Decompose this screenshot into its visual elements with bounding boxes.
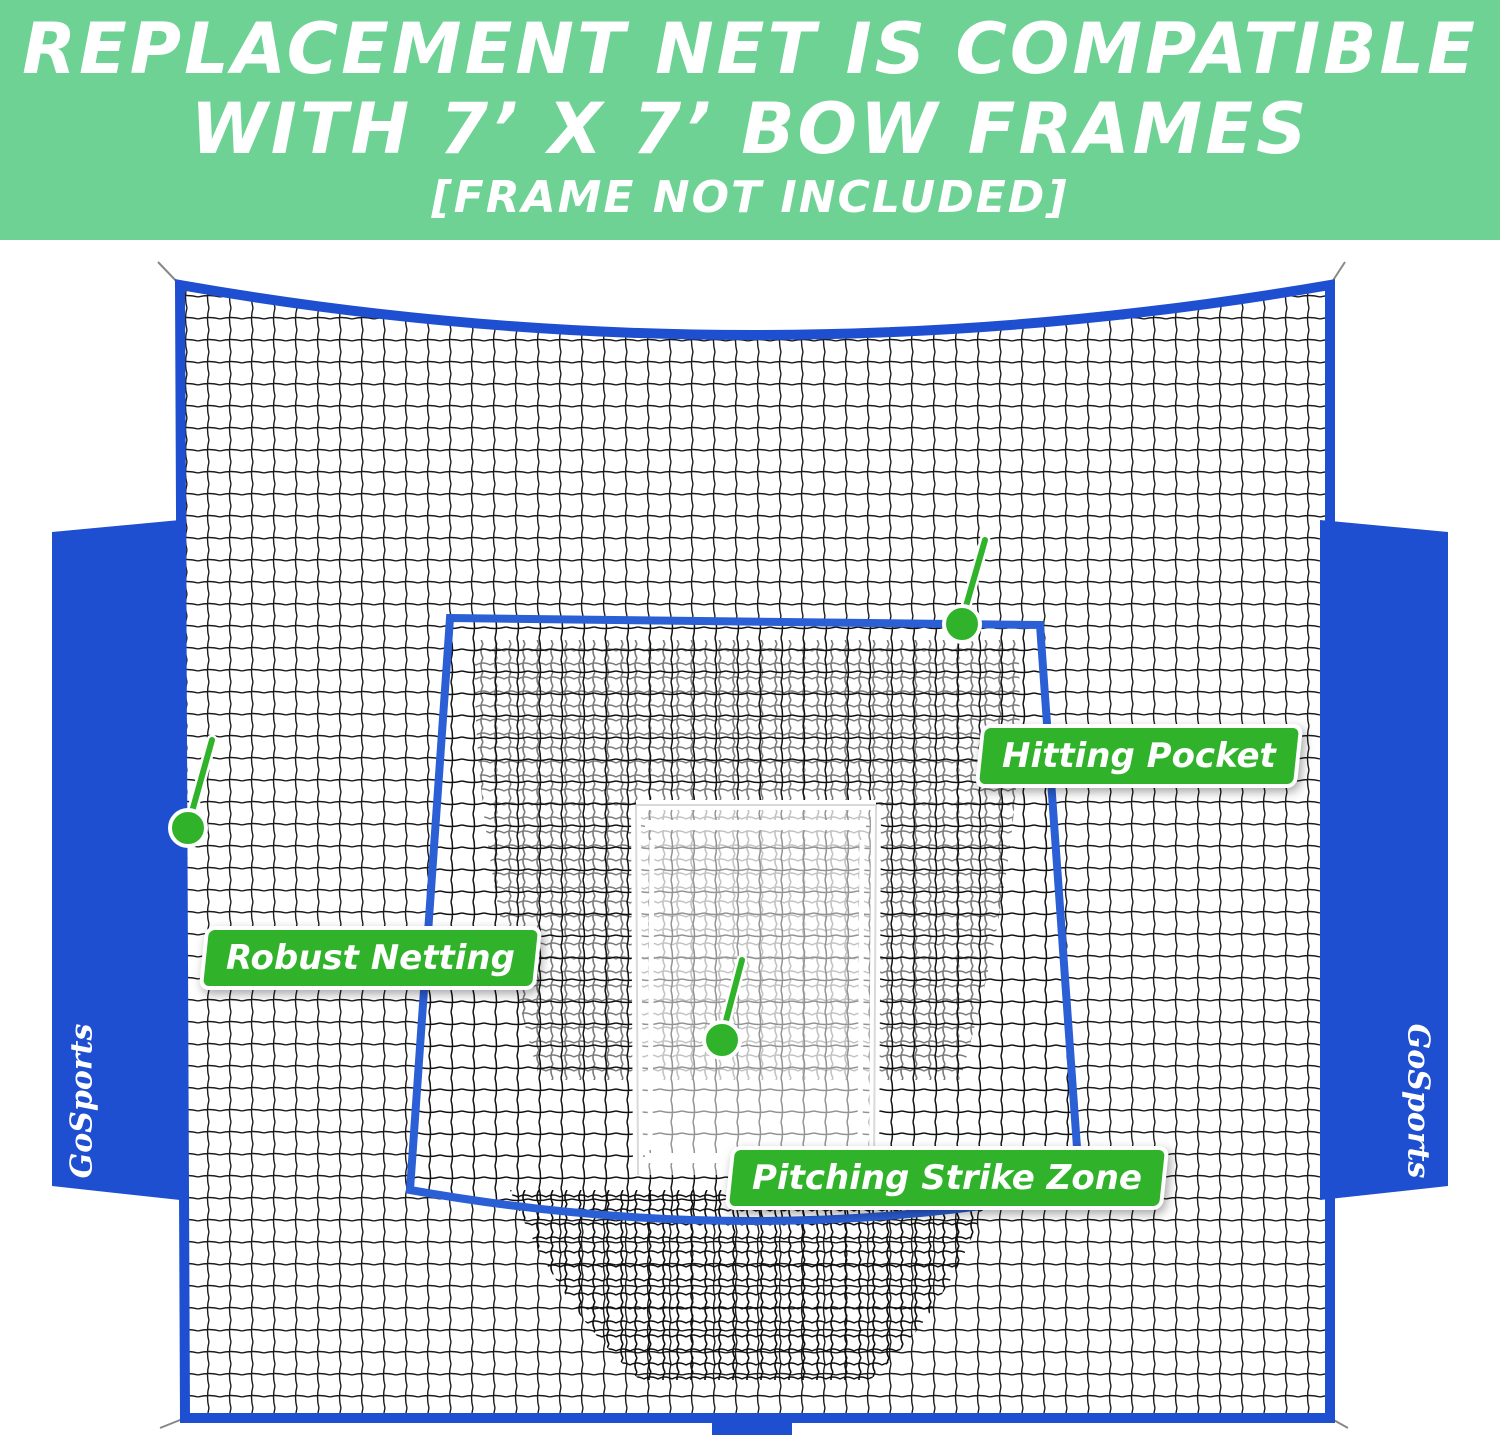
headline-line-3: [FRAME NOT INCLUDED] — [431, 172, 1069, 223]
side-sleeves — [52, 520, 1448, 1200]
callout-strike-zone-label: Pitching Strike Zone — [752, 1158, 1142, 1198]
bottom-tab — [712, 1413, 792, 1435]
callout-pointers — [168, 534, 991, 1060]
brand-logo-left: GoSports — [64, 1023, 100, 1179]
headline-line-2: WITH 7’ X 7’ BOW FRAMES — [190, 88, 1310, 170]
headline-line-1: REPLACEMENT NET IS COMPATIBLE — [22, 8, 1478, 90]
callout-robust-netting-label: Robust Netting — [226, 938, 515, 978]
callout-robust-netting: Robust Netting — [198, 926, 543, 990]
net-illustration: Hitting Pocket Robust Netting Pitching S… — [0, 240, 1500, 1442]
brand-logo-right: GoSports — [1400, 1023, 1436, 1179]
strike-zone — [631, 800, 881, 1176]
callout-hitting-pocket-label: Hitting Pocket — [1002, 736, 1276, 776]
net-graphic — [52, 261, 1448, 1435]
callout-hitting-pocket: Hitting Pocket — [974, 724, 1304, 788]
headline-banner: REPLACEMENT NET IS COMPATIBLE WITH 7’ X … — [0, 0, 1500, 240]
callout-strike-zone: Pitching Strike Zone — [724, 1146, 1170, 1210]
net-border — [174, 279, 1335, 1423]
